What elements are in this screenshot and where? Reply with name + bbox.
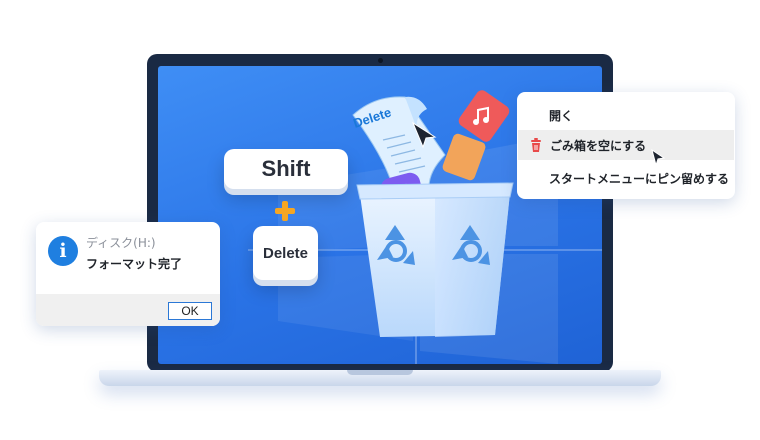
menu-item-pin-to-start[interactable]: スタートメニューにピン留めする	[517, 163, 735, 193]
menu-item-label: スタートメニューにピン留めする	[549, 171, 730, 186]
menu-item-open[interactable]: 開く	[517, 100, 735, 130]
receipt-paper-icon	[352, 96, 446, 198]
document-file-icon	[442, 133, 486, 181]
laptop-camera	[378, 58, 383, 63]
delete-key: Delete	[253, 226, 318, 280]
cursor-icon	[411, 121, 437, 149]
trash-icon	[531, 138, 541, 152]
context-menu: 開く ごみ箱を空にする スタートメニューにピン留めする	[517, 92, 735, 199]
format-complete-dialog: i ディスク(H:) フォーマット完了 OK	[36, 222, 220, 326]
dialog-message: フォーマット完了	[86, 257, 183, 271]
recycle-bin-illustration: Delete	[351, 90, 514, 337]
laptop-base	[99, 370, 661, 386]
recycle-symbol-right-icon	[452, 225, 490, 265]
music-file-icon	[458, 90, 510, 142]
laptop-base-notch	[347, 370, 413, 375]
recycle-symbol-left-icon	[377, 225, 415, 265]
ok-button[interactable]: OK	[168, 302, 212, 320]
cursor-icon	[651, 148, 666, 167]
menu-item-empty-trash[interactable]: ごみ箱を空にする	[518, 130, 734, 160]
menu-item-label: ごみ箱を空にする	[550, 138, 647, 153]
info-icon: i	[48, 236, 78, 266]
menu-item-label: 開く	[549, 108, 574, 123]
shift-key: Shift	[224, 149, 348, 189]
plus-icon	[275, 201, 295, 221]
dialog-footer: OK	[36, 294, 220, 326]
dialog-title: ディスク(H:)	[86, 236, 156, 250]
